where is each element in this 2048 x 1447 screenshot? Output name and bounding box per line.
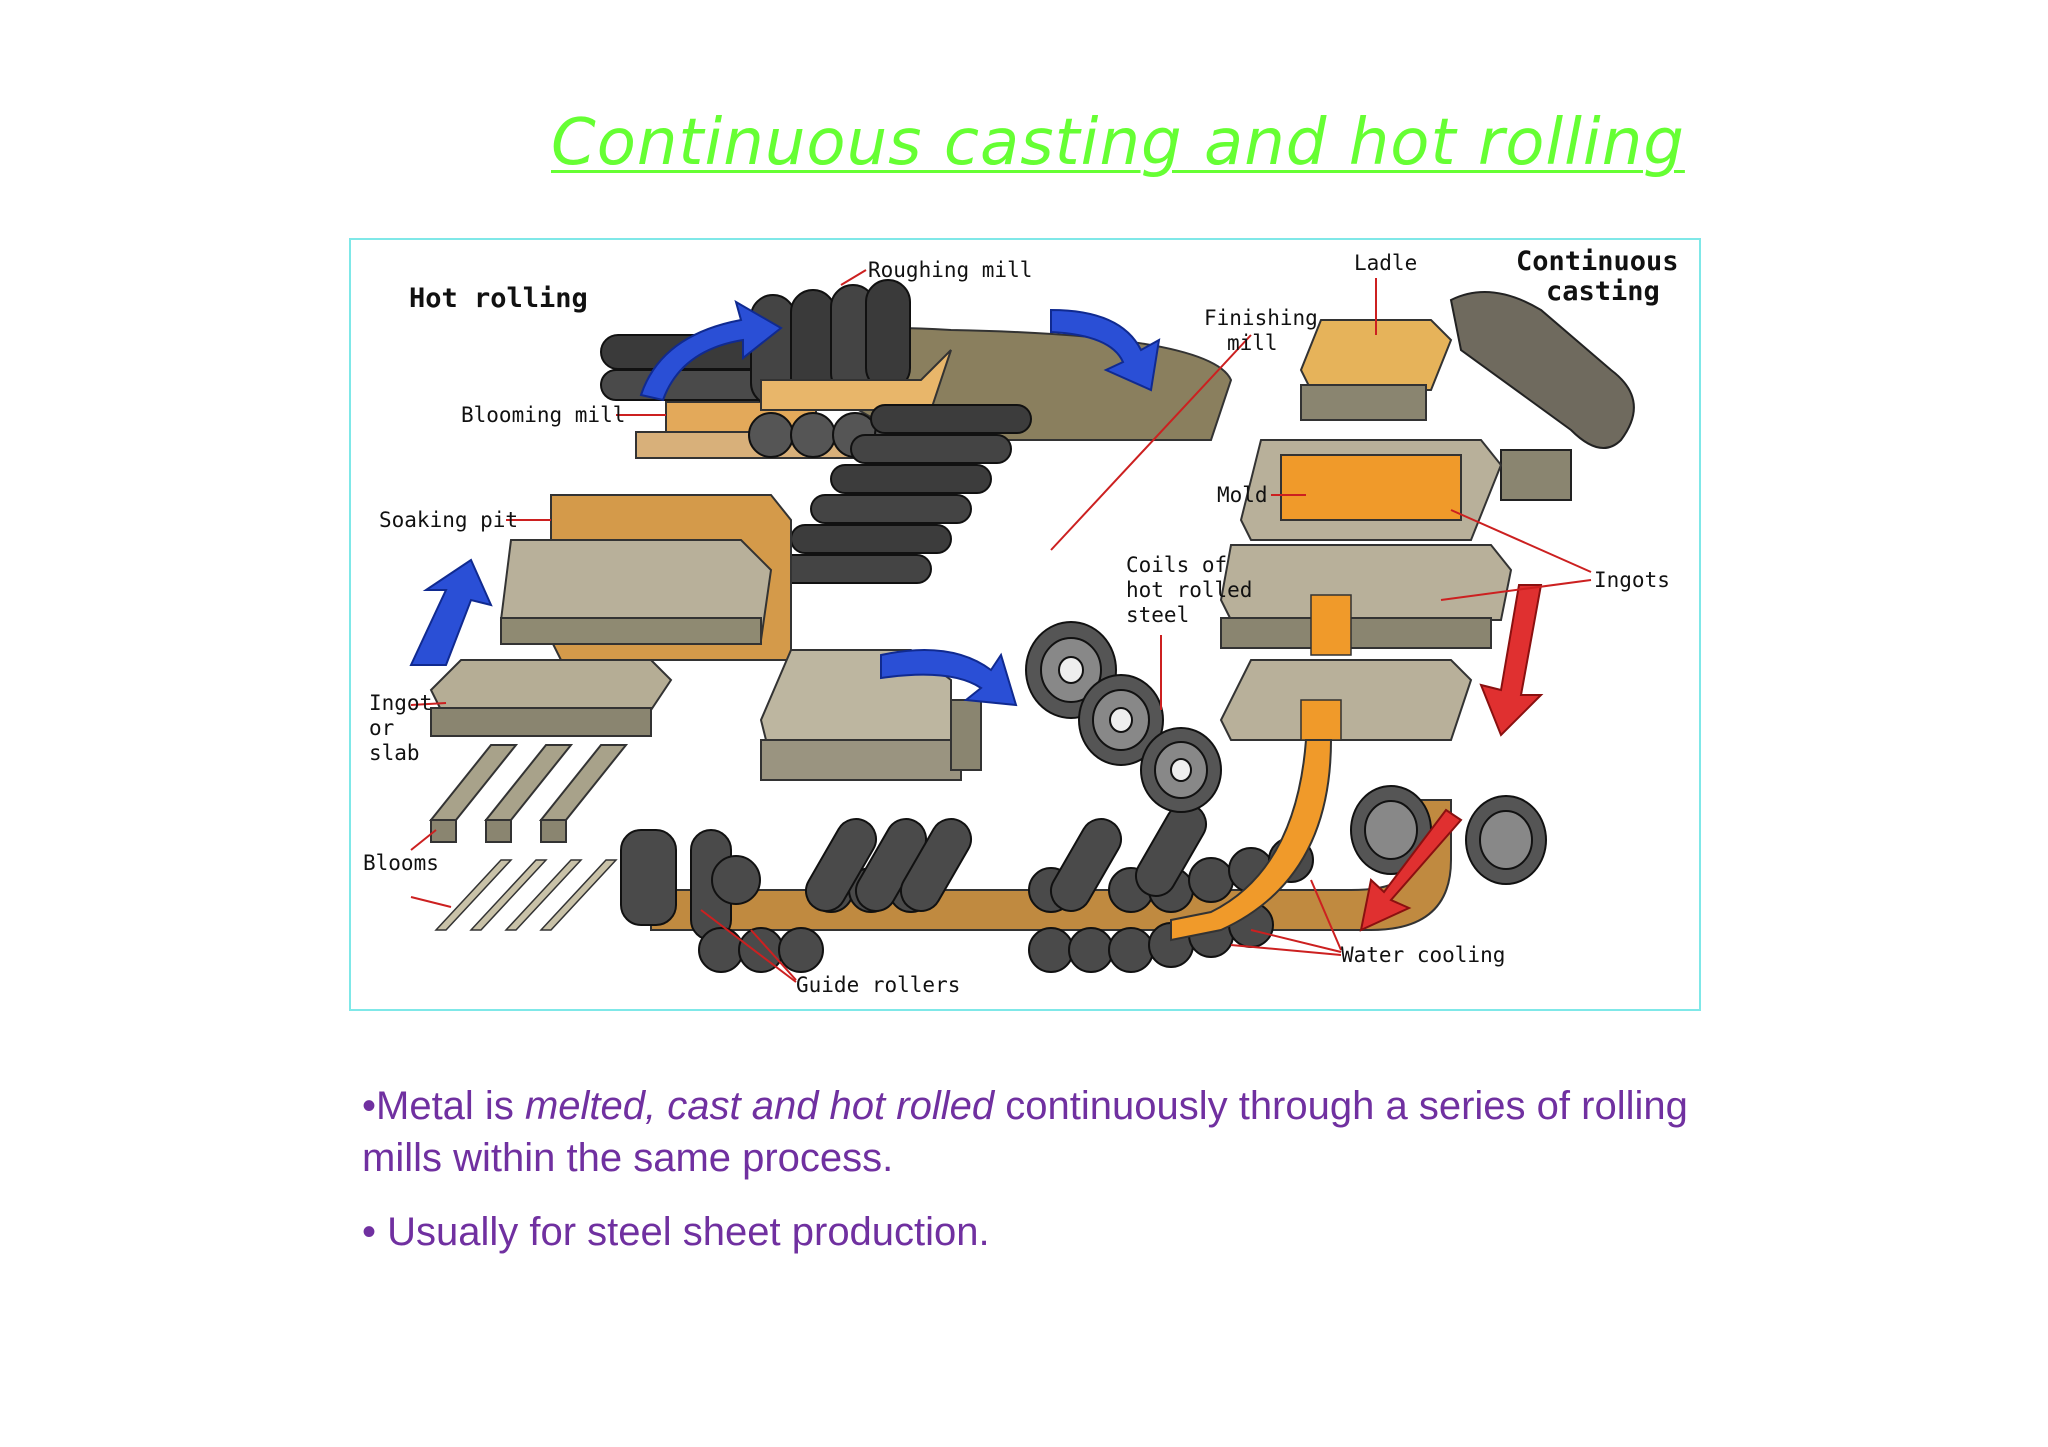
label-casting: casting <box>1546 276 1660 307</box>
label-water-cooling: Water cooling <box>1341 943 1505 967</box>
label-blooms: Blooms <box>363 851 439 875</box>
label-ingot-2: or <box>369 716 394 740</box>
bullet-1-emphasis: melted, cast and hot rolled <box>525 1084 994 1128</box>
ladle-vessel <box>1451 292 1634 448</box>
label-ingot-1: Ingot <box>369 691 432 715</box>
ingot-slab <box>431 660 671 736</box>
label-guide-rollers: Guide rollers <box>796 973 960 997</box>
label-ladle: Ladle <box>1354 251 1417 275</box>
blooms <box>431 745 626 930</box>
label-coils-3: steel <box>1126 603 1189 627</box>
label-soaking-pit: Soaking pit <box>379 508 518 532</box>
process-illustration: Hot rolling Continuous casting Roughing … <box>351 240 1703 1013</box>
label-ingots: Ingots <box>1594 568 1670 592</box>
label-roughing-mill: Roughing mill <box>868 258 1032 282</box>
label-mold: Mold <box>1217 483 1268 507</box>
label-coils-1: Coils of <box>1126 553 1227 577</box>
label-continuous: Continuous <box>1516 246 1679 277</box>
guide-rollers <box>621 797 1313 972</box>
label-finishing-2: mill <box>1227 331 1278 355</box>
label-finishing-1: Finishing <box>1204 306 1318 330</box>
bullet-list: •Metal is melted, cast and hot rolled co… <box>362 1080 1722 1280</box>
bullet-2: • Usually for steel sheet production. <box>362 1206 1722 1258</box>
label-coils-2: hot rolled <box>1126 578 1252 602</box>
slide-title: Continuous casting and hot rolling <box>551 106 1651 180</box>
process-diagram: Hot rolling Continuous casting Roughing … <box>349 238 1701 1011</box>
bullet-1: •Metal is melted, cast and hot rolled co… <box>362 1080 1722 1184</box>
label-blooming-mill: Blooming mill <box>461 403 625 427</box>
label-hot-rolling: Hot rolling <box>409 283 588 314</box>
label-ingot-3: slab <box>369 741 420 765</box>
bullet-1-pre: •Metal is <box>362 1084 525 1128</box>
